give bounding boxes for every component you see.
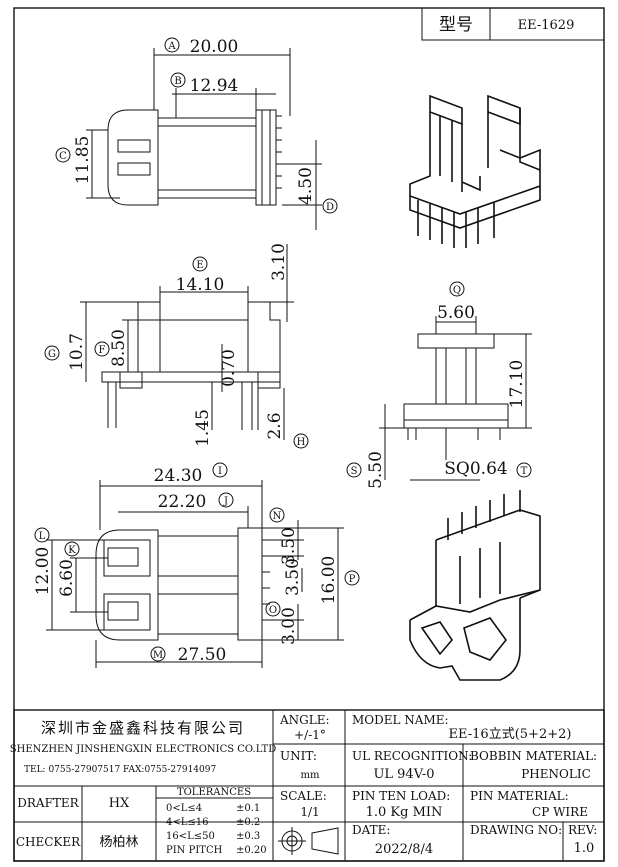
projection-symbol-icon — [278, 827, 339, 855]
dim-f-value: 8.50 — [109, 329, 129, 367]
tol-range-2: 4<L≤16 — [166, 817, 209, 828]
dim-j-value: 22.20 — [158, 492, 207, 512]
pin-material-value: CP WIRE — [532, 805, 588, 819]
type-value: EE-1629 — [518, 18, 575, 33]
unit-label: UNIT: — [280, 749, 317, 763]
date-label: DATE: — [352, 823, 390, 837]
dim-top-value: 3.10 — [269, 243, 289, 281]
dim-e-value: 14.10 — [176, 275, 225, 295]
dim-b-value: 12.94 — [190, 76, 239, 96]
front-view: A 20.00 B 12.94 C 11.85 D 4.50 — [55, 37, 338, 230]
dim-g-value: 10.7 — [67, 333, 87, 371]
tol-range-3: 16<L≤50 — [166, 831, 215, 842]
end-view: Q 5.60 17.10 S 5.50 T SQ0.64 — [346, 281, 532, 489]
title-block — [13, 709, 605, 862]
dim-h-value: 2.6 — [265, 412, 285, 439]
dim-d-letter: D — [326, 202, 334, 213]
pin-load-label: PIN TEN LOAD: — [352, 789, 450, 803]
checker-label: CHECKER — [16, 835, 81, 849]
tolerances-label: TOLERANCES — [177, 787, 251, 798]
dim-mid-value: 0.70 — [219, 349, 239, 387]
ul-label: UL RECOGNITION: — [352, 749, 472, 763]
pin-material-label: PIN MATERIAL: — [470, 789, 569, 803]
dim-pin-value: 1.45 — [193, 409, 213, 447]
company-name-en: SHENZHEN JINSHENGXIN ELECTRONICS CO.LTD — [10, 744, 276, 755]
dim-q-letter: Q — [453, 285, 461, 296]
rev-label: REV: — [568, 823, 597, 837]
ul-value: UL 94V-0 — [373, 767, 434, 782]
dim-t-value: SQ0.64 — [444, 459, 507, 479]
date-value: 2022/8/4 — [375, 842, 433, 857]
scale-value: 1/1 — [300, 805, 319, 819]
dim-c-value: 11.85 — [73, 136, 93, 185]
angle-value: +/-1° — [294, 728, 326, 742]
dim-t-letter: T — [521, 466, 528, 477]
model-label: MODEL NAME: — [352, 713, 449, 727]
bobbin-value: PHENOLIC — [521, 767, 591, 781]
iso-view-top — [409, 94, 541, 248]
tol-value-1: ±0.1 — [236, 803, 260, 814]
bobbin-label: BOBBIN MATERIAL: — [470, 749, 597, 763]
dim-o-letter: O — [269, 605, 277, 616]
tol-range-4: PIN PITCH — [166, 845, 223, 856]
dim-e-letter: E — [196, 260, 203, 271]
rev-value: 1.0 — [574, 841, 595, 856]
dim-m-value: 27.50 — [178, 645, 227, 665]
dim-n-value: 3.50 — [279, 527, 299, 565]
model-header: 型号 EE-1629 — [421, 7, 605, 41]
dim-g-letter: G — [48, 349, 56, 360]
scale-label: SCALE: — [280, 789, 327, 803]
model-value: EE-16立式(5+2+2) — [449, 727, 572, 742]
dim-l-value: 12.00 — [33, 547, 53, 596]
drafter-label: DRAFTER — [17, 796, 79, 810]
iso-view-bottom — [409, 490, 541, 681]
dim-i-value: 24.30 — [154, 466, 203, 486]
dim-h-letter: H — [297, 437, 306, 448]
dim-o-value: 3.00 — [279, 607, 299, 645]
tol-range-1: 0<L≤4 — [166, 803, 202, 814]
dim-s-letter: S — [351, 466, 358, 477]
dim-p-letter: P — [349, 574, 356, 585]
dim-r-value: 17.10 — [507, 360, 527, 409]
dim-l-letter: L — [39, 531, 46, 542]
dim-j-letter: J — [223, 496, 228, 507]
tol-value-2: ±0.2 — [236, 817, 260, 828]
dim-m-letter: M — [153, 650, 163, 661]
dim-k-letter: K — [68, 545, 76, 556]
type-label: 型号 — [439, 15, 473, 35]
dim-k-value: 6.60 — [57, 559, 77, 597]
dim-q-value: 5.60 — [437, 303, 475, 323]
dim-i-letter: I — [218, 466, 222, 477]
dim-f-letter: F — [99, 345, 106, 356]
dim-c-letter: C — [59, 151, 67, 162]
dim-n-letter: N — [273, 511, 282, 522]
checker-value: 杨柏林 — [99, 835, 138, 850]
tol-value-3: ±0.3 — [236, 831, 260, 842]
pin-load-value: 1.0 Kg MIN — [366, 805, 443, 820]
side-view: E 14.10 3.10 F 8.50 G 10.7 0.70 1.45 H 2… — [44, 243, 309, 449]
dim-a-letter: A — [167, 41, 176, 52]
company-tel-fax: TEL: 0755-27907517 FAX:0755-27914097 — [24, 765, 216, 775]
dim-s-value: 5.50 — [366, 451, 386, 489]
dim-d-value: 4.50 — [296, 167, 316, 205]
unit-value: mm — [301, 770, 320, 781]
dim-a-value: 20.00 — [190, 37, 239, 57]
drafter-value: HX — [109, 796, 130, 811]
dim-b-letter: B — [174, 76, 181, 87]
dim-p-value: 16.00 — [319, 556, 339, 605]
tol-value-4: ±0.20 — [236, 845, 267, 856]
drawing-no-label: DRAWING NO: — [470, 823, 562, 837]
angle-label: ANGLE: — [279, 713, 330, 727]
top-view: I 24.30 J 22.20 L 12.00 K 6.60 M 27.50 P — [33, 462, 360, 668]
dim-top-mid-value: 3.50 — [283, 558, 303, 596]
company-name-cn: 深圳市金盛鑫科技有限公司 — [41, 719, 245, 737]
